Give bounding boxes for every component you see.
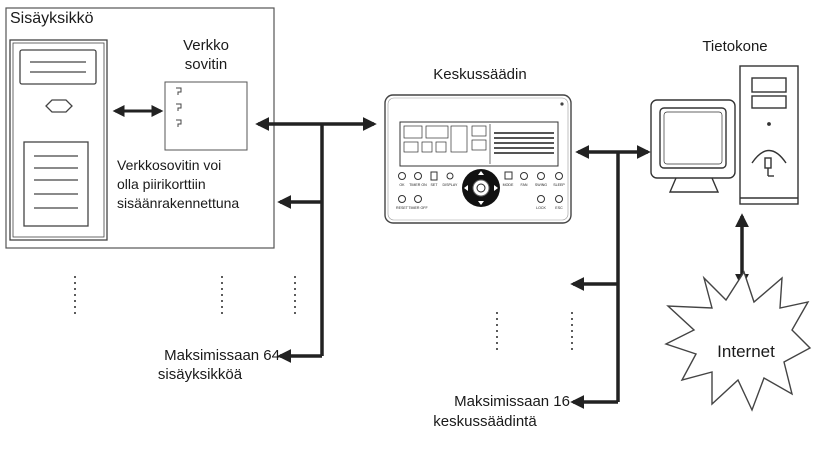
adapter-connector-icons [176,87,182,127]
controller-button-label: SLEEP [553,183,565,187]
computer-icon [650,65,799,205]
central-controller-device [384,94,572,224]
controller-button-label: TIMER OFF [408,206,428,210]
indoor-limit-line1: Maksimissaan 64 [164,347,280,364]
adapter-note-line2: olla piirikorttiin [117,176,206,192]
controller-button-label: SET [431,183,439,187]
indoor-bus-lines [255,117,377,363]
controller-button-label: SWING [535,183,547,187]
controller-title: Keskussäädin [433,66,527,83]
more-controllers-dots [496,312,573,352]
indoor-unit-cabinet-icon [9,39,108,241]
internet-cloud-shape [664,270,812,412]
more-indoor-units-dots [74,276,296,318]
controller-button-label: FAN [521,183,528,187]
adapter-note-line3: sisäänrakennettuna [117,195,240,211]
adapter-label-line1: Verkko [183,37,229,54]
adapter-note-line1: Verkkosovitin voi [117,157,222,173]
indoor-limit-line2: sisäyksikköä [157,366,243,383]
controller-button-labels: OK TIMER ON SET DISPLAY MODE FAN SWING SLEEP RES… [396,183,565,210]
indoor-unit-title: Sisäyksikkö [10,10,94,27]
controller-button-label: LOCK [536,206,546,210]
controller-button-label: DISPLAY [443,183,459,187]
controller-bus-lines [570,145,651,409]
computer-title: Tietokone [702,38,768,55]
controller-button-label: MODE [503,183,514,187]
network-adapter-card [164,81,248,151]
controller-button-label: OK [399,183,405,187]
controller-button-label: RESET [396,206,409,210]
controller-button-label: TIMER ON [409,183,427,187]
adapter-label-line2: sovitin [184,56,228,73]
controller-limit-line1: Maksimissaan 16 [454,393,570,410]
controller-limit-line2: keskussäädintä [433,413,537,430]
controller-button-label: ESC [555,206,563,210]
internet-label: Internet [717,342,775,361]
